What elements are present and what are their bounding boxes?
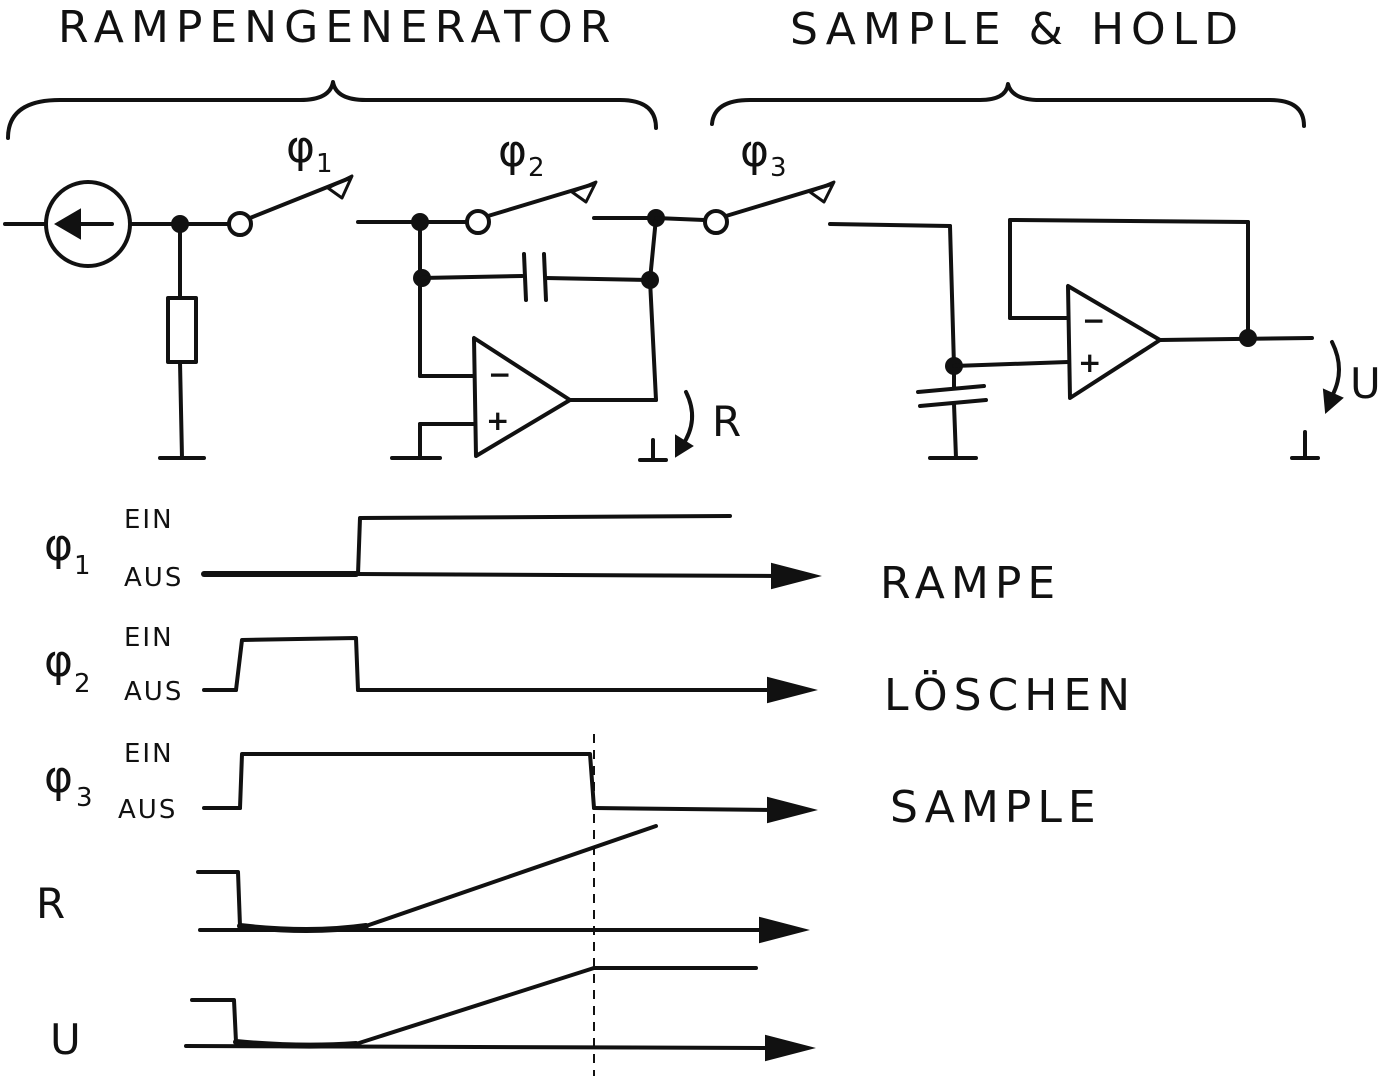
heading-ramp-generator: RAMPENGENERATOR: [58, 2, 617, 53]
integrator-capacitor: [420, 252, 652, 302]
op-amp-plus: +: [486, 404, 509, 437]
ramp-output-arrow: [638, 390, 694, 462]
brace-sample-hold: [710, 82, 1306, 128]
state-off-label: AUS: [118, 795, 177, 825]
hold-input-wire: [828, 222, 952, 228]
signal-label-u: U: [50, 1015, 81, 1064]
feedback-wire-right: [648, 216, 658, 282]
switch-phi3: [654, 180, 836, 235]
switch-phi1: [178, 174, 354, 237]
function-label-rampe: RAMPE: [880, 558, 1061, 609]
op-amp-plus: +: [1078, 346, 1101, 379]
hold-output-arrow: [1290, 340, 1344, 460]
switch-index-phi2: 2: [528, 153, 545, 183]
output-wire: [648, 278, 658, 402]
state-off-label: AUS: [124, 677, 183, 707]
timing-label-phi1: φ: [44, 520, 73, 571]
signal-label-r: R: [36, 879, 65, 928]
brace-ramp-generator: [6, 80, 658, 140]
ramp-output-label: R: [712, 397, 741, 446]
state-off-label: AUS: [124, 563, 183, 593]
state-on-label: EIN: [124, 623, 174, 653]
switch-label-phi3: φ: [740, 126, 769, 177]
current-source: [3, 180, 182, 268]
state-on-label: EIN: [124, 505, 174, 535]
state-on-label: EIN: [124, 739, 174, 769]
switch-label-phi2: φ: [498, 126, 527, 177]
switch-label-phi1: φ: [286, 122, 315, 173]
timing-row-phi2: φ 2 EIN AUS LÖSCHEN: [44, 623, 1136, 721]
function-label-sample: SAMPLE: [890, 782, 1102, 833]
resistor: [158, 222, 206, 460]
timing-index-phi2: 2: [74, 669, 91, 699]
heading-sample-hold: SAMPLE & HOLD: [790, 4, 1245, 55]
timing-label-phi2: φ: [44, 636, 73, 687]
op-amp-buffer: [952, 218, 1314, 400]
hold-output-label: U: [1350, 359, 1381, 408]
timing-index-phi1: 1: [74, 551, 91, 581]
timing-index-phi3: 3: [76, 783, 93, 813]
switch-phi2: [418, 180, 658, 235]
timing-row-phi1: φ 1 EIN AUS RAMPE: [44, 505, 1061, 609]
function-label-loeschen: LÖSCHEN: [884, 669, 1136, 721]
op-amp-minus: −: [1082, 304, 1105, 337]
timing-row-r: R: [36, 824, 810, 944]
junction-dot: [1239, 329, 1257, 347]
timing-label-phi3: φ: [44, 752, 73, 803]
op-amp-minus: −: [488, 358, 511, 391]
hold-capacitor: [916, 364, 988, 460]
hold-node-wire: [948, 224, 956, 368]
timing-row-u: U: [50, 966, 816, 1064]
switch-index-phi1: 1: [316, 149, 333, 179]
switch-index-phi3: 3: [770, 153, 787, 183]
op-amp-integrator: [390, 336, 658, 460]
timing-row-phi3: φ 3 EIN AUS SAMPLE: [44, 739, 1102, 833]
